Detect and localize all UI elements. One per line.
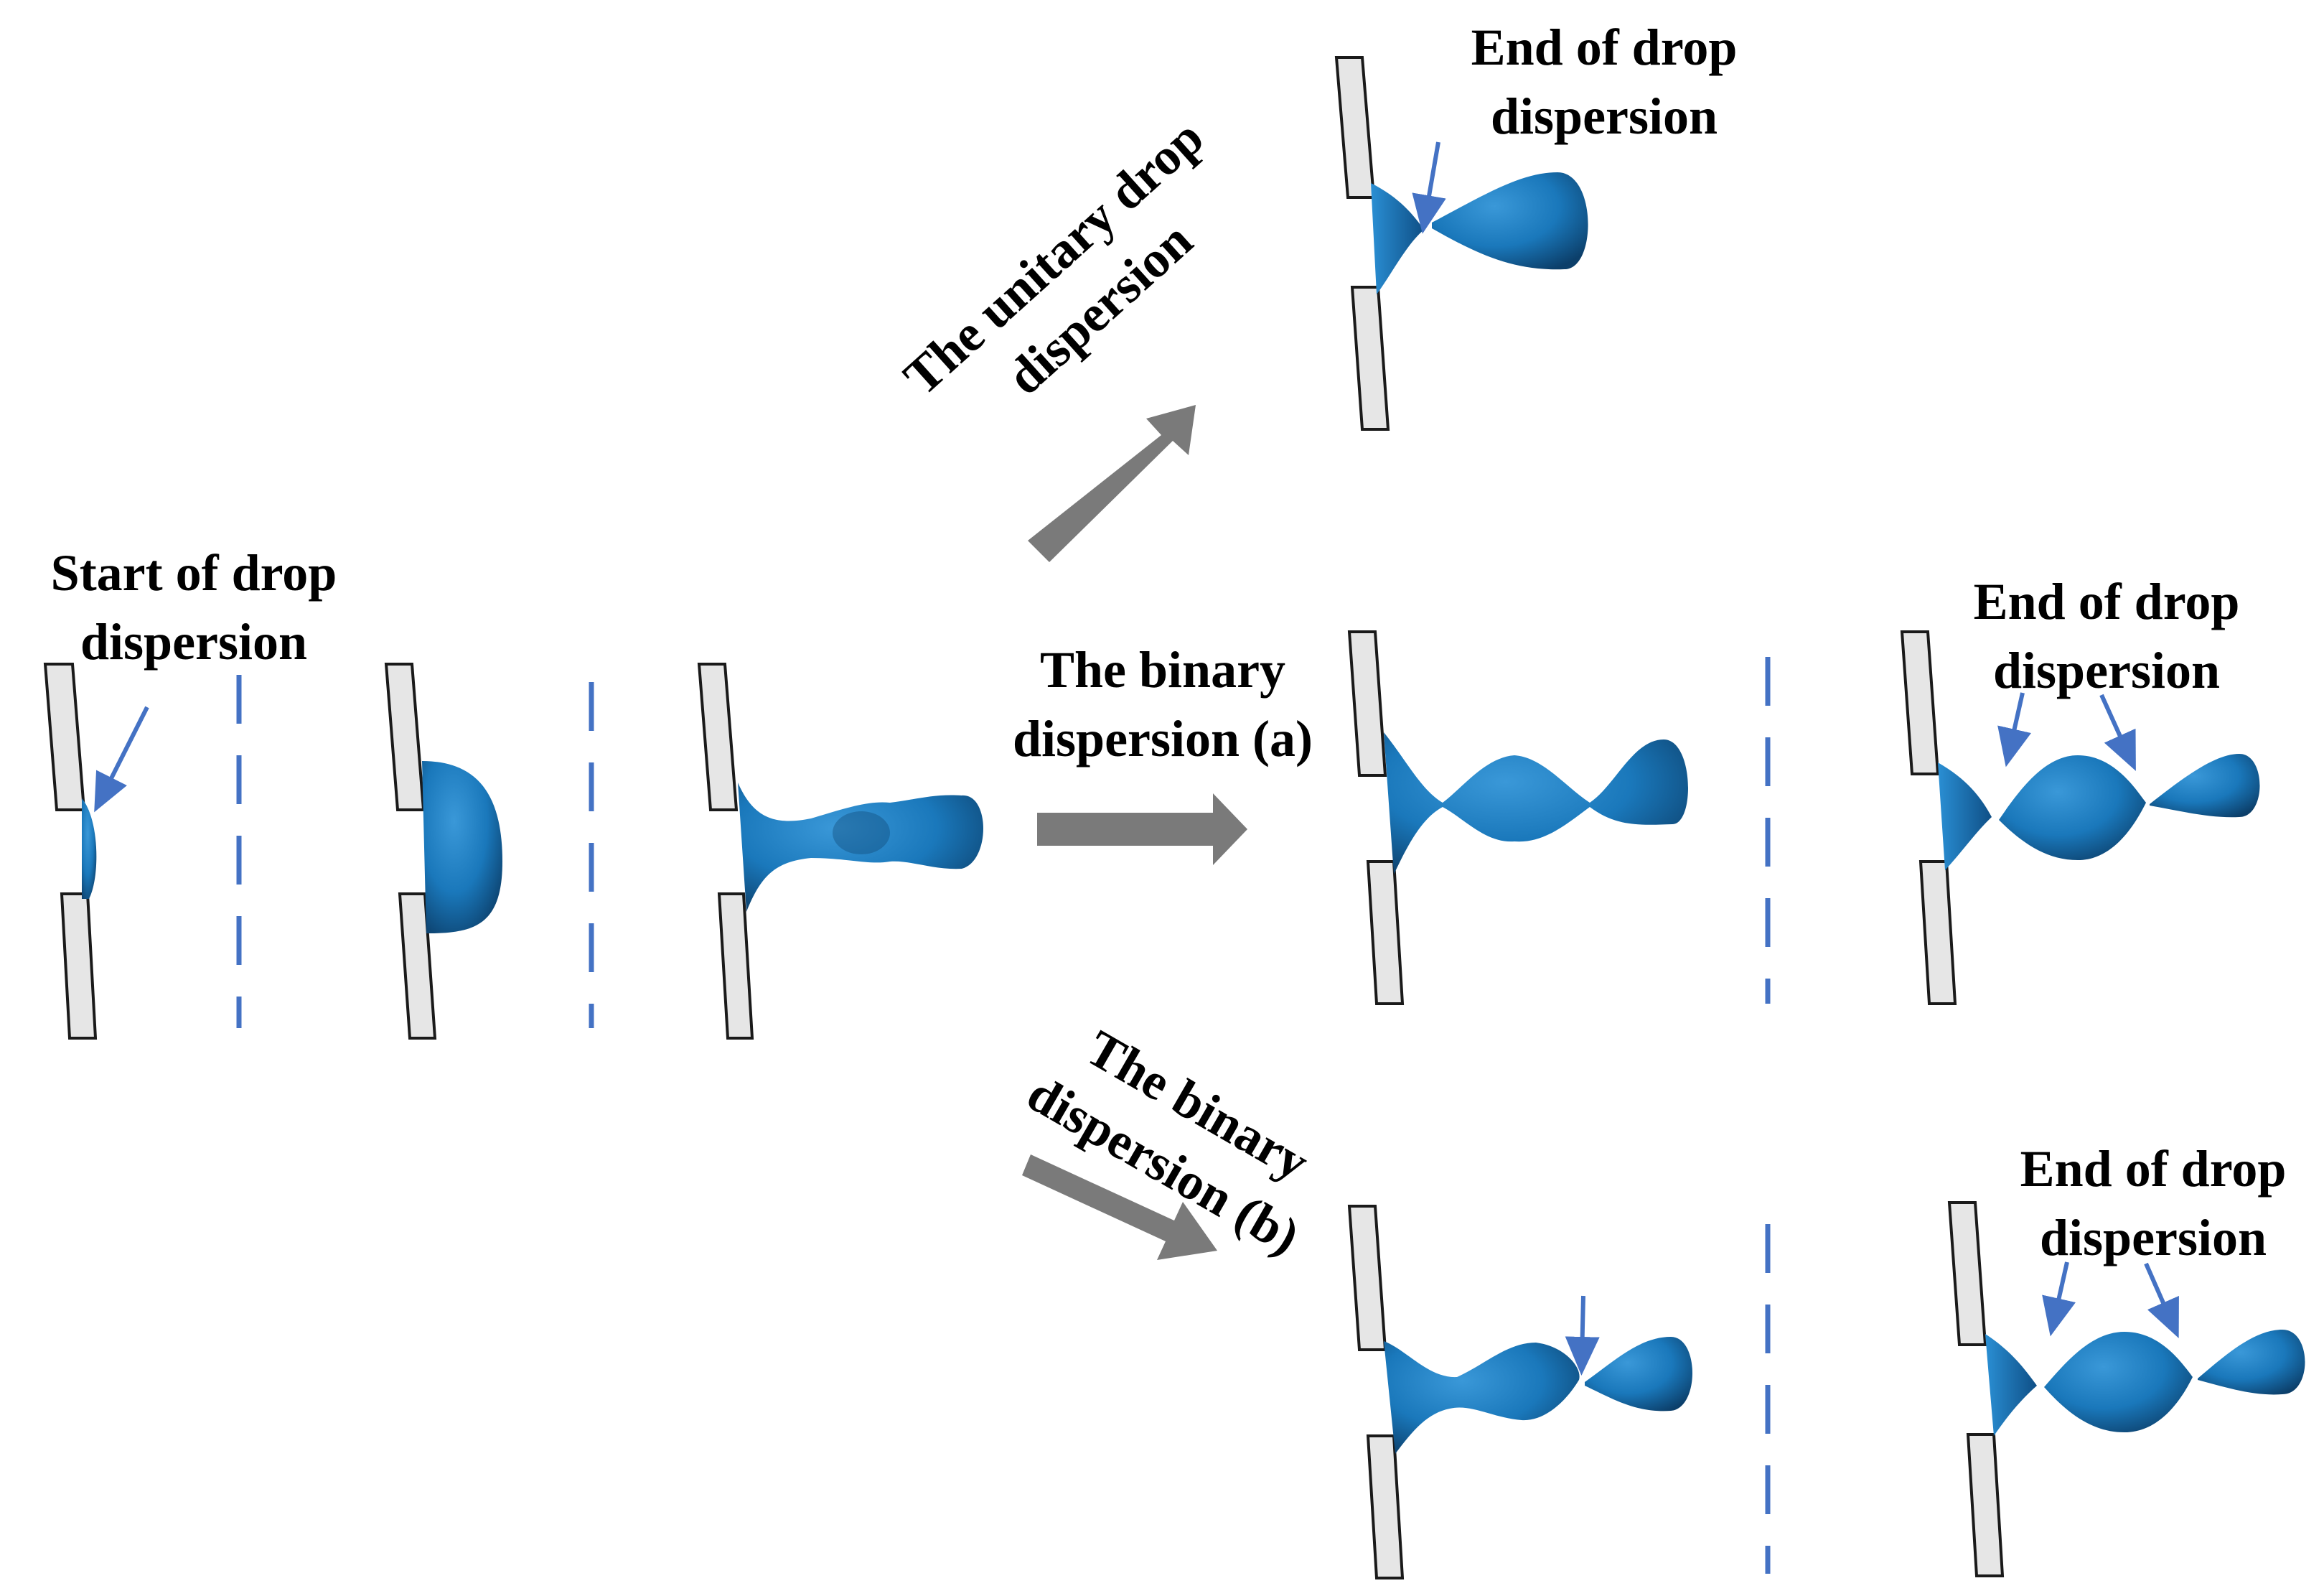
plate-lower [60, 892, 98, 1040]
plate-upper [1947, 1201, 1987, 1346]
label-start: Start of drop dispersion [29, 538, 359, 676]
drop-detached [1432, 172, 1588, 270]
plate-lower [1350, 286, 1390, 431]
drop-residual [1938, 762, 1992, 870]
flow-arrow-unitary [1028, 405, 1196, 562]
plate-upper [384, 663, 426, 811]
drop-bulge [422, 761, 502, 933]
drop-detached-1 [1999, 755, 2146, 860]
stage-binary-a-end [1900, 630, 2260, 1005]
label-path-binary-a-line2: dispersion (a) [1012, 710, 1313, 767]
label-end-binary-a-line1: End of drop [1973, 573, 2240, 630]
flow-arrow-binary-b [1022, 1154, 1217, 1260]
stage-binary-a-mid [1347, 630, 1688, 1005]
label-path-binary-a-line1: The binary [1039, 641, 1286, 699]
plate-lower [1366, 1434, 1405, 1579]
label-start-line2: dispersion [80, 613, 308, 671]
label-end-unitary-line1: End of drop [1471, 19, 1738, 76]
label-end-unitary: End of drop dispersion [1425, 13, 1784, 151]
plate-lower [1966, 1433, 2005, 1577]
drop-residual [1985, 1334, 2037, 1436]
drop-residual [1371, 183, 1424, 294]
pointer-arrow-b2 [2144, 1262, 2179, 1338]
pointer-arrow-unitary [1412, 141, 1446, 234]
label-end-binary-a: End of drop dispersion [1927, 567, 2286, 705]
flow-arrows [1022, 405, 1247, 1260]
drop-detached-1 [2044, 1332, 2193, 1432]
label-path-binary-a: The binary dispersion (a) [990, 635, 1335, 773]
plate-lower [1366, 860, 1405, 1005]
drop-detached [1585, 1337, 1692, 1411]
drop-binary-b-mid [1384, 1341, 1580, 1454]
stage-bulge [384, 663, 502, 1040]
drop-binary-a-mid [1384, 732, 1688, 874]
label-start-line1: Start of drop [50, 544, 337, 602]
stage-elongated [697, 663, 983, 1040]
label-end-unitary-line2: dispersion [1490, 88, 1718, 145]
pointer-arrow-b-mid [1565, 1295, 1600, 1376]
pointer-arrow-a1 [1997, 692, 2031, 767]
drop-detached-2 [2198, 1330, 2305, 1395]
drop-detached-2 [2150, 754, 2260, 818]
flow-arrow-binary-a [1037, 793, 1247, 865]
plate-upper [1347, 630, 1387, 777]
label-end-binary-a-line2: dispersion [1992, 642, 2221, 699]
label-end-binary-b-line2: dispersion [2039, 1209, 2267, 1266]
plate-lower [398, 892, 437, 1040]
separators [236, 657, 1771, 1574]
drop-meniscus [82, 798, 97, 899]
stage-unitary-end [1334, 56, 1588, 431]
stage-binary-b-mid [1347, 1205, 1692, 1579]
label-end-binary-b: End of drop dispersion [1974, 1134, 2324, 1272]
pointer-arrow-a2 [2099, 694, 2136, 771]
drop-shade [833, 811, 890, 854]
stage-start [43, 663, 149, 1040]
drop-elongated [738, 783, 983, 912]
plate-upper [1900, 630, 1940, 775]
label-end-binary-b-line1: End of drop [2020, 1140, 2287, 1198]
pointer-arrow-start [94, 706, 149, 813]
plate-lower [1918, 860, 1957, 1005]
plate-lower [717, 892, 754, 1040]
plate-upper [1334, 56, 1376, 199]
plate-upper [1347, 1205, 1387, 1351]
pointer-arrow-b1 [2042, 1261, 2076, 1337]
plate-upper [43, 663, 86, 811]
stage-binary-b-end [1947, 1201, 2305, 1577]
plate-upper [697, 663, 739, 811]
